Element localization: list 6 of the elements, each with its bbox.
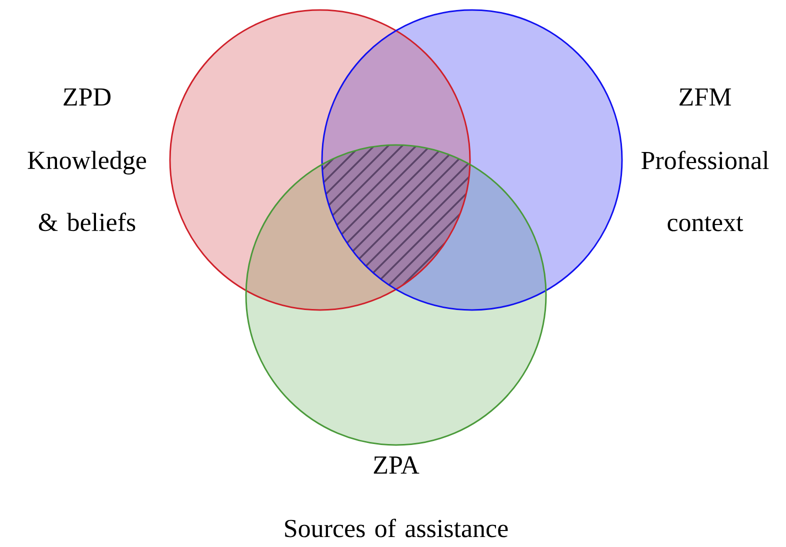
circle-label: ZPD	[64, 88, 111, 106]
circle-label: Knowledge & beliefs	[28, 150, 146, 232]
circle-label: ZFM	[680, 88, 731, 106]
circle-label: ZPA	[374, 456, 420, 474]
circle-label: Sources of assistance	[285, 518, 508, 538]
circle-label: Professional context	[642, 150, 769, 232]
